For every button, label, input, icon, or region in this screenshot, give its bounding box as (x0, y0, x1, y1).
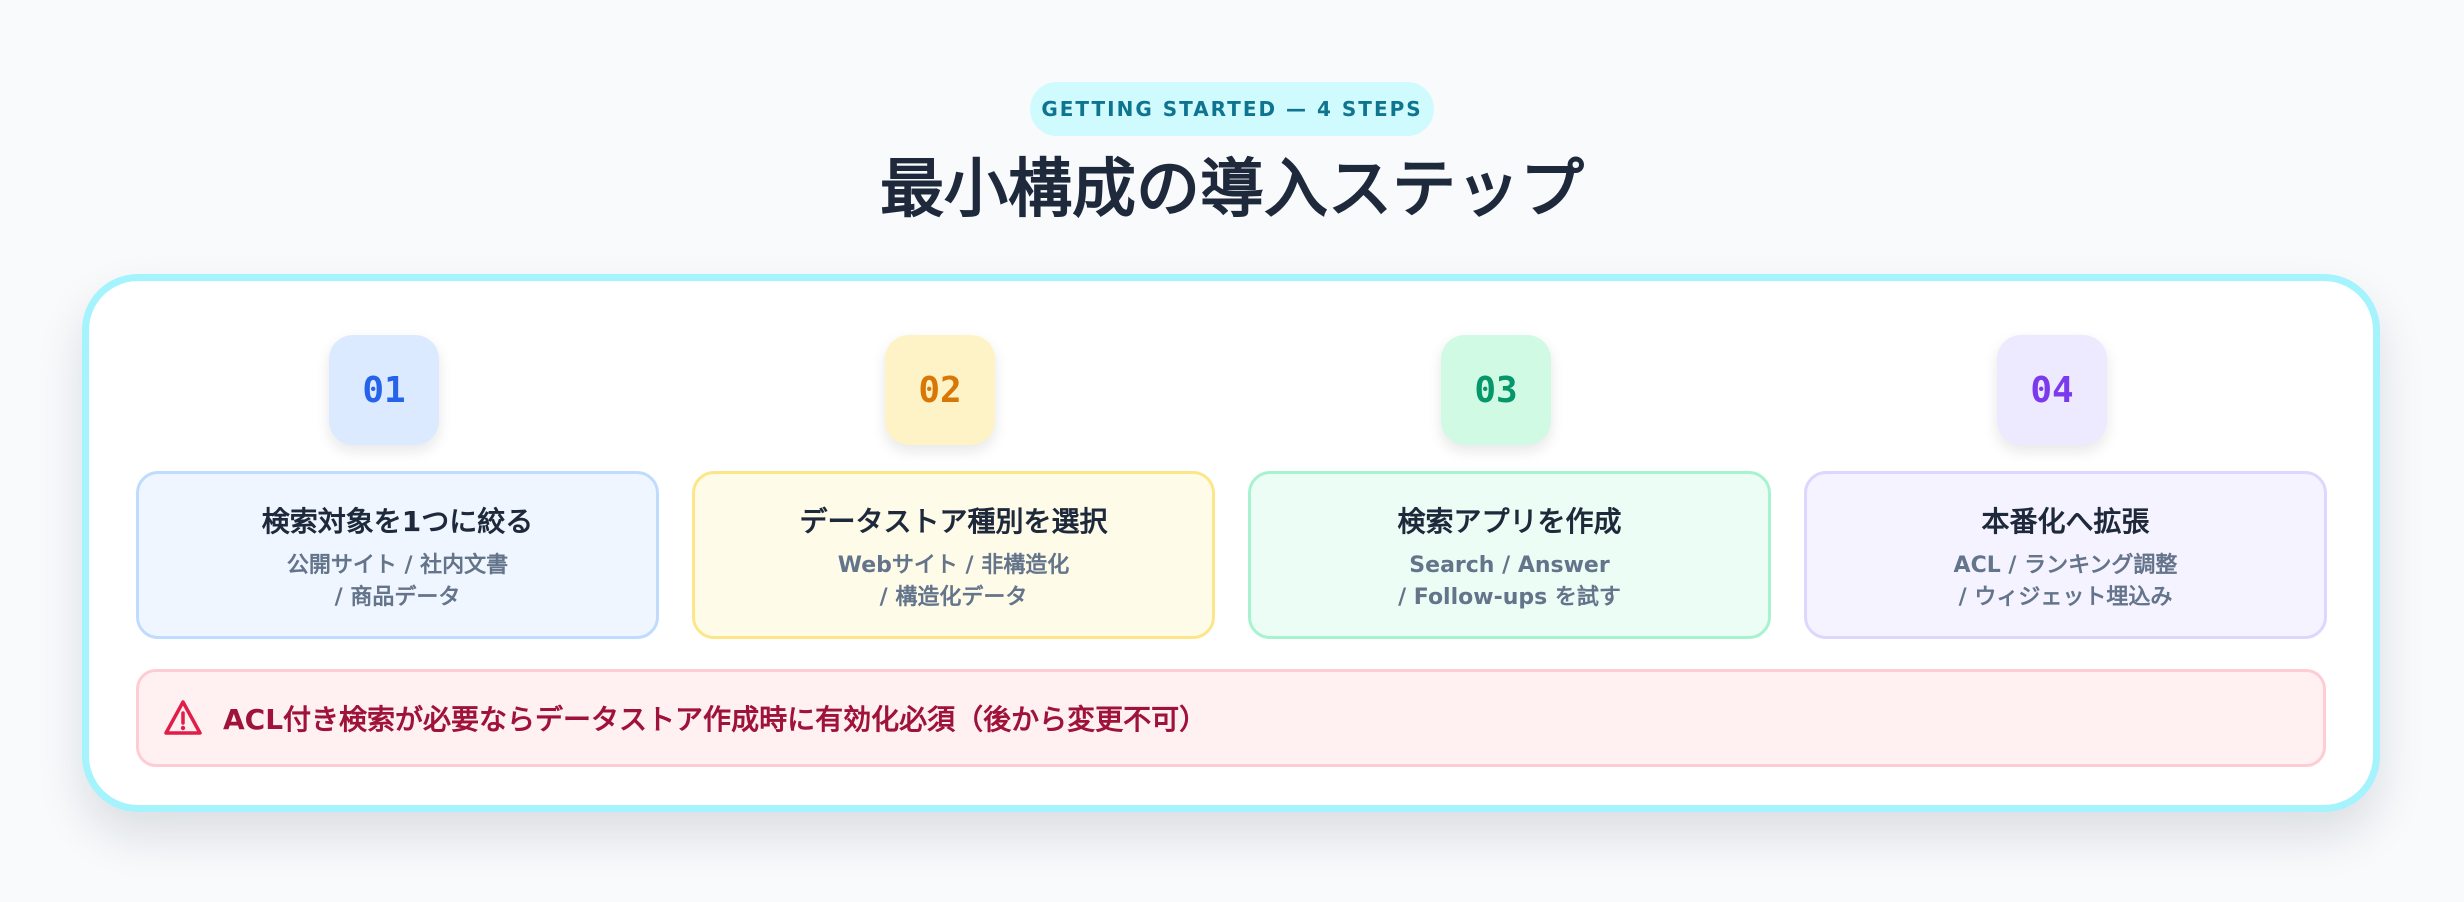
step-card: 検索対象を1つに絞る 公開サイト / 社内文書 / 商品データ (136, 471, 659, 639)
section-badge: GETTING STARTED — 4 STEPS (1030, 82, 1434, 136)
step-description-line: 公開サイト / 社内文書 (286, 553, 509, 578)
step-number-badge: 04 (1997, 335, 2107, 445)
step-description-line: ACL / ランキング調整 (1953, 553, 2178, 578)
step-number-badge: 02 (885, 335, 995, 445)
step-description-line: / 構造化データ (879, 585, 1028, 610)
step-number-badge: 03 (1441, 335, 1551, 445)
page-title: 最小構成の導入ステップ (880, 153, 1584, 227)
step-card: データストア種別を選択 Webサイト / 非構造化 / 構造化データ (692, 471, 1215, 639)
step-card: 検索アプリを作成 Search / Answer / Follow-ups を試… (1248, 471, 1771, 639)
step-title: 本番化へ拡張 (1981, 505, 2150, 538)
step-description-line: Webサイト / 非構造化 (837, 553, 1070, 578)
warning-banner: ACL付き検索が必要ならデータストア作成時に有効化必須（後から変更不可） (136, 669, 2326, 767)
step-description-line: Search / Answer (1409, 553, 1610, 578)
step-number-badge: 01 (329, 335, 439, 445)
step-title: 検索対象を1つに絞る (261, 505, 534, 538)
step-description-line: / 商品データ (334, 585, 461, 610)
warning-triangle-icon (164, 700, 202, 735)
step-title: 検索アプリを作成 (1397, 505, 1622, 538)
step-card: 本番化へ拡張 ACL / ランキング調整 / ウィジェット埋込み (1804, 471, 2327, 639)
step-title: データストア種別を選択 (799, 505, 1108, 538)
steps-panel: 01 検索対象を1つに絞る 公開サイト / 社内文書 / 商品データ 02 デー… (82, 274, 2380, 812)
warning-text: ACL付き検索が必要ならデータストア作成時に有効化必須（後から変更不可） (223, 703, 1208, 736)
step-description-line: / ウィジェット埋込み (1958, 585, 2173, 610)
step-description-line: / Follow-ups を試す (1398, 585, 1621, 610)
